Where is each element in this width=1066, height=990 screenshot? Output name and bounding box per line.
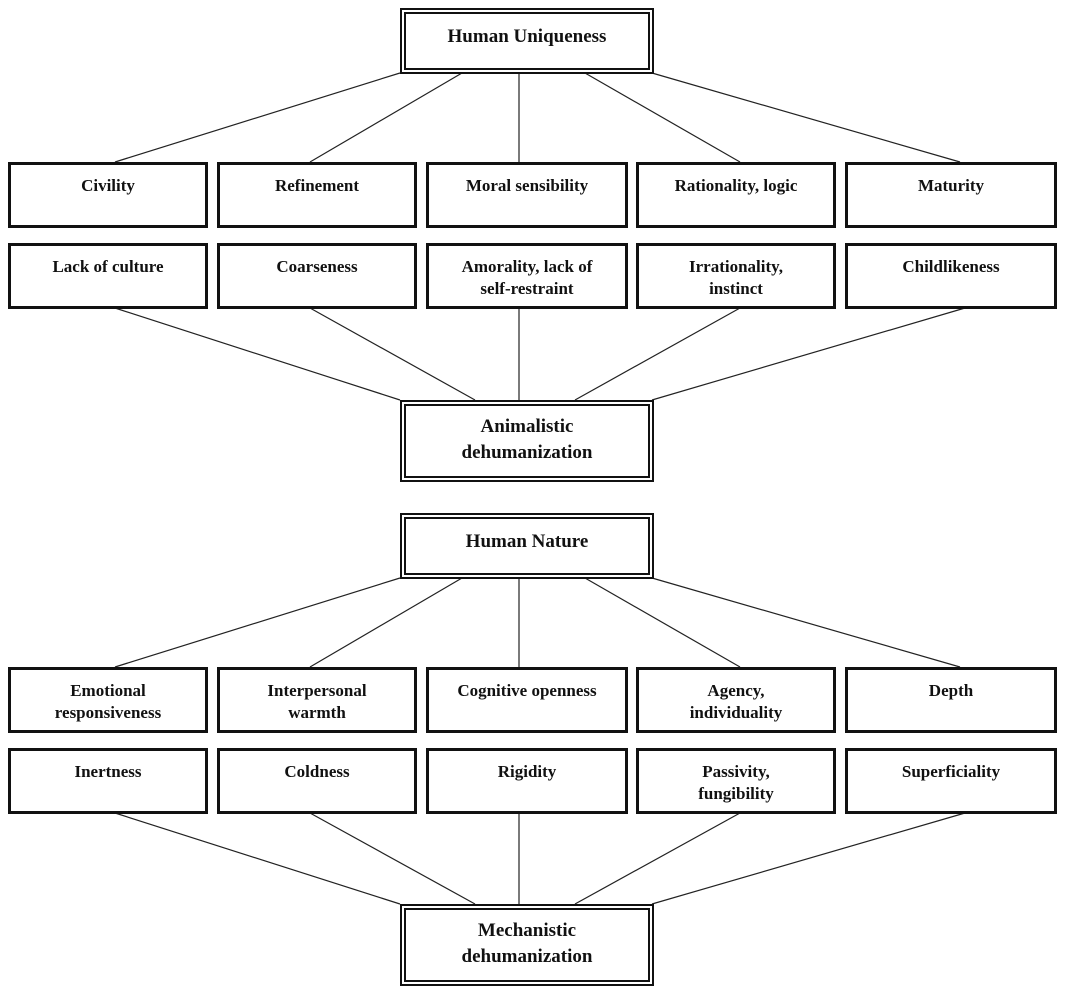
node-label: Rigidity (497, 762, 557, 781)
node-label: Human Uniqueness (447, 26, 607, 47)
superficiality-node: Superficiality (845, 748, 1057, 814)
node-label: Maturity (917, 176, 985, 195)
coldness-node: Coldness (217, 748, 417, 814)
civility-node: Civility (8, 162, 208, 228)
node-label: Cognitive openness (457, 681, 597, 700)
cognitive-openness-node: Cognitive openness (426, 667, 628, 733)
animalistic-dehumanization-node: Animalistic dehumanization (400, 400, 654, 482)
node-label: Rationality, logic (674, 176, 798, 195)
mechanistic-dehumanization-node: Mechanistic dehumanization (400, 904, 654, 986)
node-label: Amorality, lack of self-restraint (461, 257, 593, 298)
amorality-node: Amorality, lack of self-restraint (426, 243, 628, 309)
rigidity-node: Rigidity (426, 748, 628, 814)
node-label: Inertness (74, 762, 142, 781)
node-label: Coarseness (276, 257, 358, 276)
node-label: Moral sensibility (465, 176, 589, 195)
coarseness-node: Coarseness (217, 243, 417, 309)
rationality-logic-node: Rationality, logic (636, 162, 836, 228)
inertness-node: Inertness (8, 748, 208, 814)
node-label: Lack of culture (52, 257, 164, 276)
refinement-node: Refinement (217, 162, 417, 228)
node-label: Superficiality (901, 762, 1001, 781)
node-label: Animalistic dehumanization (461, 416, 593, 463)
node-label: Refinement (274, 176, 360, 195)
lack-of-culture-node: Lack of culture (8, 243, 208, 309)
node-label: Civility (81, 176, 135, 195)
depth-node: Depth (845, 667, 1057, 733)
irrationality-node: Irrationality, instinct (636, 243, 836, 309)
node-label: Childlikeness (902, 257, 1000, 276)
node-label: Interpersonal warmth (267, 681, 367, 722)
human-uniqueness-node: Human Uniqueness (400, 8, 654, 74)
human-nature-node: Human Nature (400, 513, 654, 579)
node-label: Passivity, fungibility (698, 762, 774, 803)
node-label: Emotional responsiveness (54, 681, 162, 722)
node-label: Mechanistic dehumanization (461, 920, 593, 967)
node-label: Agency, individuality (689, 681, 783, 722)
agency-individuality-node: Agency, individuality (636, 667, 836, 733)
moral-sensibility-node: Moral sensibility (426, 162, 628, 228)
emotional-responsiveness-node: Emotional responsiveness (8, 667, 208, 733)
interpersonal-warmth-node: Interpersonal warmth (217, 667, 417, 733)
node-label: Irrationality, instinct (689, 257, 783, 298)
passivity-fungibility-node: Passivity, fungibility (636, 748, 836, 814)
childlikeness-node: Childlikeness (845, 243, 1057, 309)
node-label: Depth (928, 681, 974, 700)
node-label: Human Nature (465, 531, 589, 552)
maturity-node: Maturity (845, 162, 1057, 228)
node-label: Coldness (284, 762, 350, 781)
